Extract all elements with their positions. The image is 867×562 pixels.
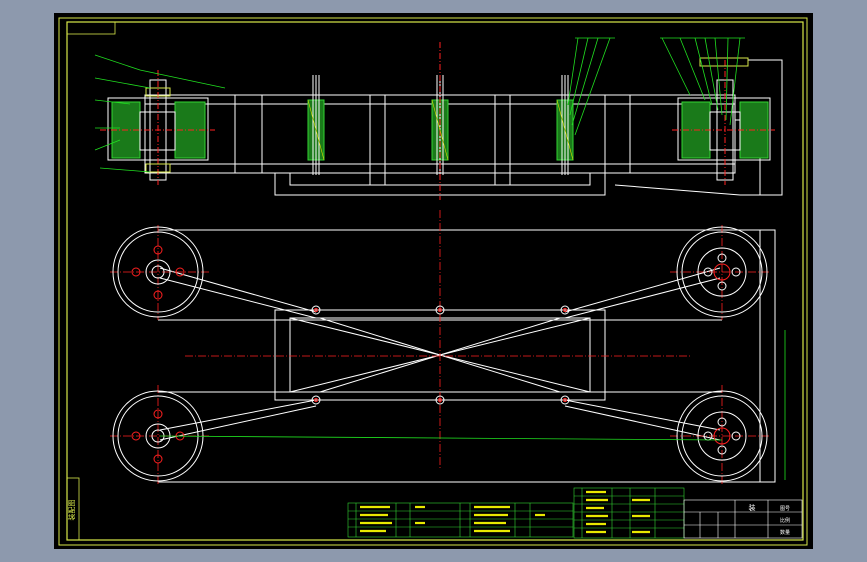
parts-list-text-right — [586, 490, 650, 534]
right-wheel-section — [672, 57, 775, 185]
title-block-title: 装 — [749, 503, 756, 512]
title-block-cell-1: 图号 — [780, 506, 790, 512]
pulley-top-right — [676, 226, 768, 318]
corner-label-box — [66, 21, 116, 35]
side-strip: 装配图 — [66, 477, 80, 541]
side-label: 装配图 — [67, 500, 76, 521]
hanger-center — [431, 42, 449, 200]
title-block-cell-2: 比例 — [780, 517, 790, 524]
inner-border — [66, 21, 804, 541]
top-view-centerlines — [110, 210, 770, 485]
parts-list-left — [347, 502, 574, 538]
left-wheel-section — [100, 70, 215, 185]
front-view-leaders — [94, 37, 745, 173]
green-guide-lines — [159, 330, 786, 480]
outer-border — [58, 17, 808, 546]
roller-pins — [311, 305, 570, 405]
title-block-cell-3: 数量 — [780, 529, 790, 536]
hanger-right — [556, 75, 574, 175]
title-block — [683, 499, 803, 539]
parts-list-right — [573, 487, 685, 539]
hanger-left — [307, 75, 325, 175]
pulley-bottom-right — [676, 390, 768, 482]
parts-list-text-left — [360, 505, 545, 533]
pulley-top-left — [112, 226, 204, 318]
